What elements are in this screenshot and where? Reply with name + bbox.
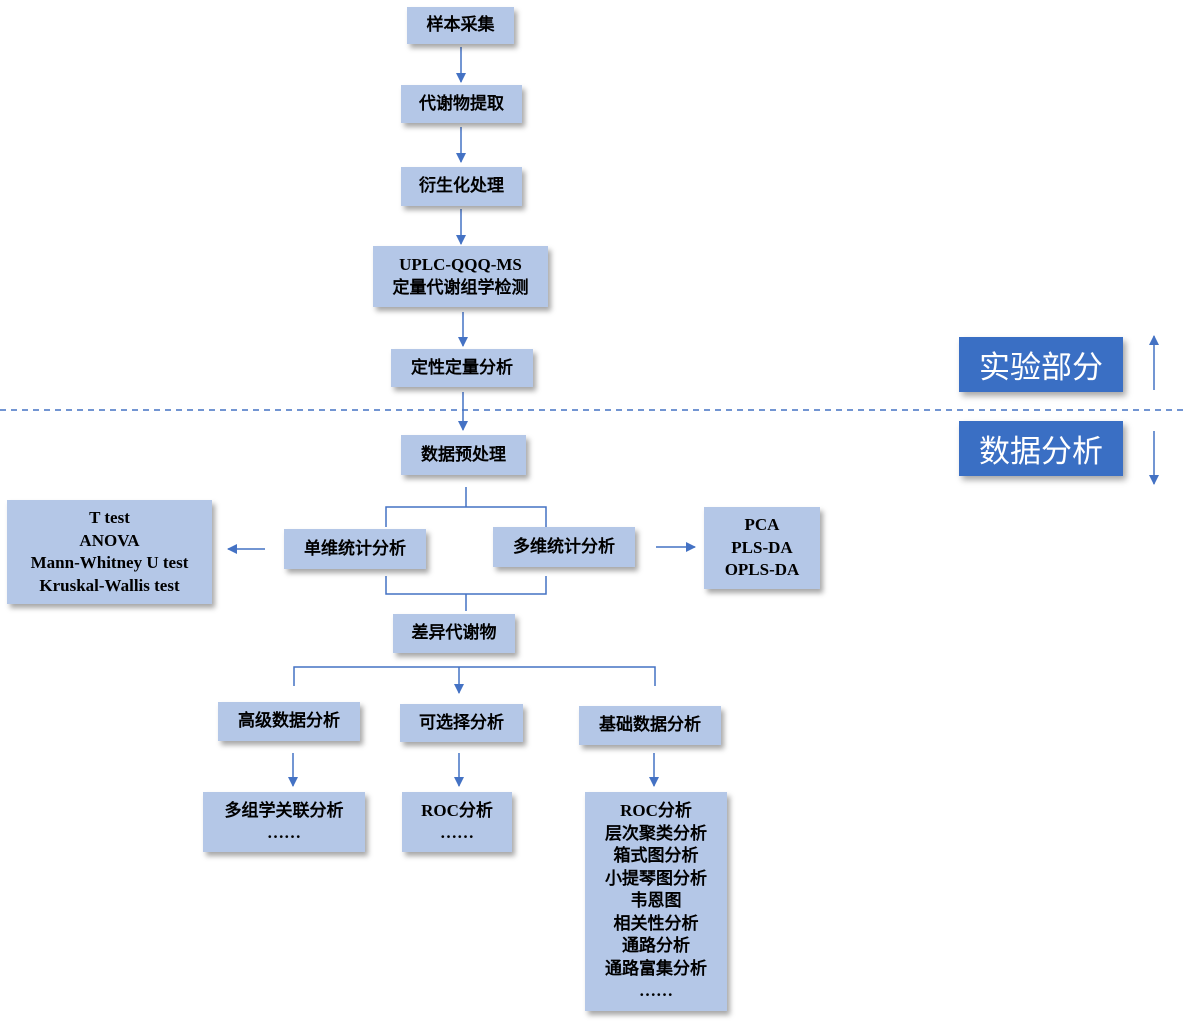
node-basic-label: 基础数据分析 bbox=[599, 715, 701, 735]
section-label-data-analysis: 数据分析 bbox=[959, 421, 1123, 476]
branch-split bbox=[293, 666, 656, 686]
multi-method-item: OPLS-DA bbox=[724, 560, 800, 580]
node-univariate-label: 单维统计分析 bbox=[304, 538, 406, 558]
node-uni-methods: T test ANOVA Mann-Whitney U test Kruskal… bbox=[7, 500, 212, 604]
optional-item: ROC分析 bbox=[421, 800, 493, 820]
node-preprocess: 数据预处理 bbox=[401, 435, 526, 475]
section-label-experiment-text: 实验部分 bbox=[979, 350, 1103, 386]
section-label-experiment: 实验部分 bbox=[959, 337, 1123, 392]
basic-item: ROC分析 bbox=[620, 801, 692, 821]
node-multivariate: 多维统计分析 bbox=[493, 527, 635, 567]
basic-item: …… bbox=[639, 981, 673, 1001]
multi-method-item: PCA bbox=[744, 515, 780, 535]
node-advanced-items: 多组学关联分析 …… bbox=[203, 792, 365, 852]
node-extraction: 代谢物提取 bbox=[401, 85, 522, 123]
uni-method-item: T test bbox=[89, 508, 130, 527]
node-preprocess-label: 数据预处理 bbox=[421, 444, 506, 464]
basic-item: 层次聚类分析 bbox=[605, 823, 707, 843]
node-optional-label: 可选择分析 bbox=[419, 712, 504, 732]
basic-item: 通路分析 bbox=[622, 936, 690, 956]
node-detection: UPLC-QQQ-MS 定量代谢组学检测 bbox=[373, 246, 548, 307]
basic-item: 通路富集分析 bbox=[605, 958, 707, 978]
node-basic-items: ROC分析 层次聚类分析 箱式图分析 小提琴图分析 韦恩图 相关性分析 通路分析… bbox=[585, 792, 727, 1011]
bottom-bracket bbox=[385, 576, 547, 611]
uni-method-item: Mann-Whitney U test bbox=[30, 553, 189, 572]
section-label-data-analysis-text: 数据分析 bbox=[979, 434, 1103, 470]
node-detection-line-1: UPLC-QQQ-MS bbox=[399, 255, 522, 274]
node-derivatization-label: 衍生化处理 bbox=[419, 176, 504, 196]
basic-item: 箱式图分析 bbox=[613, 846, 699, 866]
top-bracket bbox=[385, 487, 547, 527]
node-advanced: 高级数据分析 bbox=[218, 702, 360, 741]
node-extraction-label: 代谢物提取 bbox=[419, 93, 504, 113]
node-multi-methods: PCA PLS-DA OPLS-DA bbox=[704, 507, 820, 589]
node-basic: 基础数据分析 bbox=[579, 706, 721, 745]
uni-method-item: Kruskal-Wallis test bbox=[39, 575, 180, 595]
node-advanced-label: 高级数据分析 bbox=[238, 711, 340, 731]
advanced-item: …… bbox=[267, 823, 301, 842]
node-qual-quant-label: 定性定量分析 bbox=[411, 357, 513, 377]
basic-item: 相关性分析 bbox=[613, 913, 699, 933]
node-qual-quant: 定性定量分析 bbox=[391, 349, 533, 387]
multi-method-item: PLS-DA bbox=[731, 537, 793, 557]
node-multivariate-label: 多维统计分析 bbox=[513, 536, 615, 556]
node-optional: 可选择分析 bbox=[400, 704, 523, 742]
basic-item: 韦恩图 bbox=[630, 891, 682, 911]
basic-item: 小提琴图分析 bbox=[605, 868, 707, 888]
node-sampling-label: 样本采集 bbox=[426, 15, 495, 35]
advanced-item: 多组学关联分析 bbox=[224, 800, 344, 820]
node-sampling: 样本采集 bbox=[407, 7, 514, 44]
node-diff-metabolites: 差异代谢物 bbox=[393, 614, 515, 653]
node-univariate: 单维统计分析 bbox=[284, 529, 426, 569]
node-detection-line-2: 定量代谢组学检测 bbox=[392, 277, 529, 297]
optional-item: …… bbox=[440, 823, 474, 842]
node-diff-metabolites-label: 差异代谢物 bbox=[411, 623, 497, 643]
node-optional-items: ROC分析 …… bbox=[402, 792, 512, 852]
node-derivatization: 衍生化处理 bbox=[401, 167, 522, 206]
uni-method-item: ANOVA bbox=[79, 530, 140, 550]
